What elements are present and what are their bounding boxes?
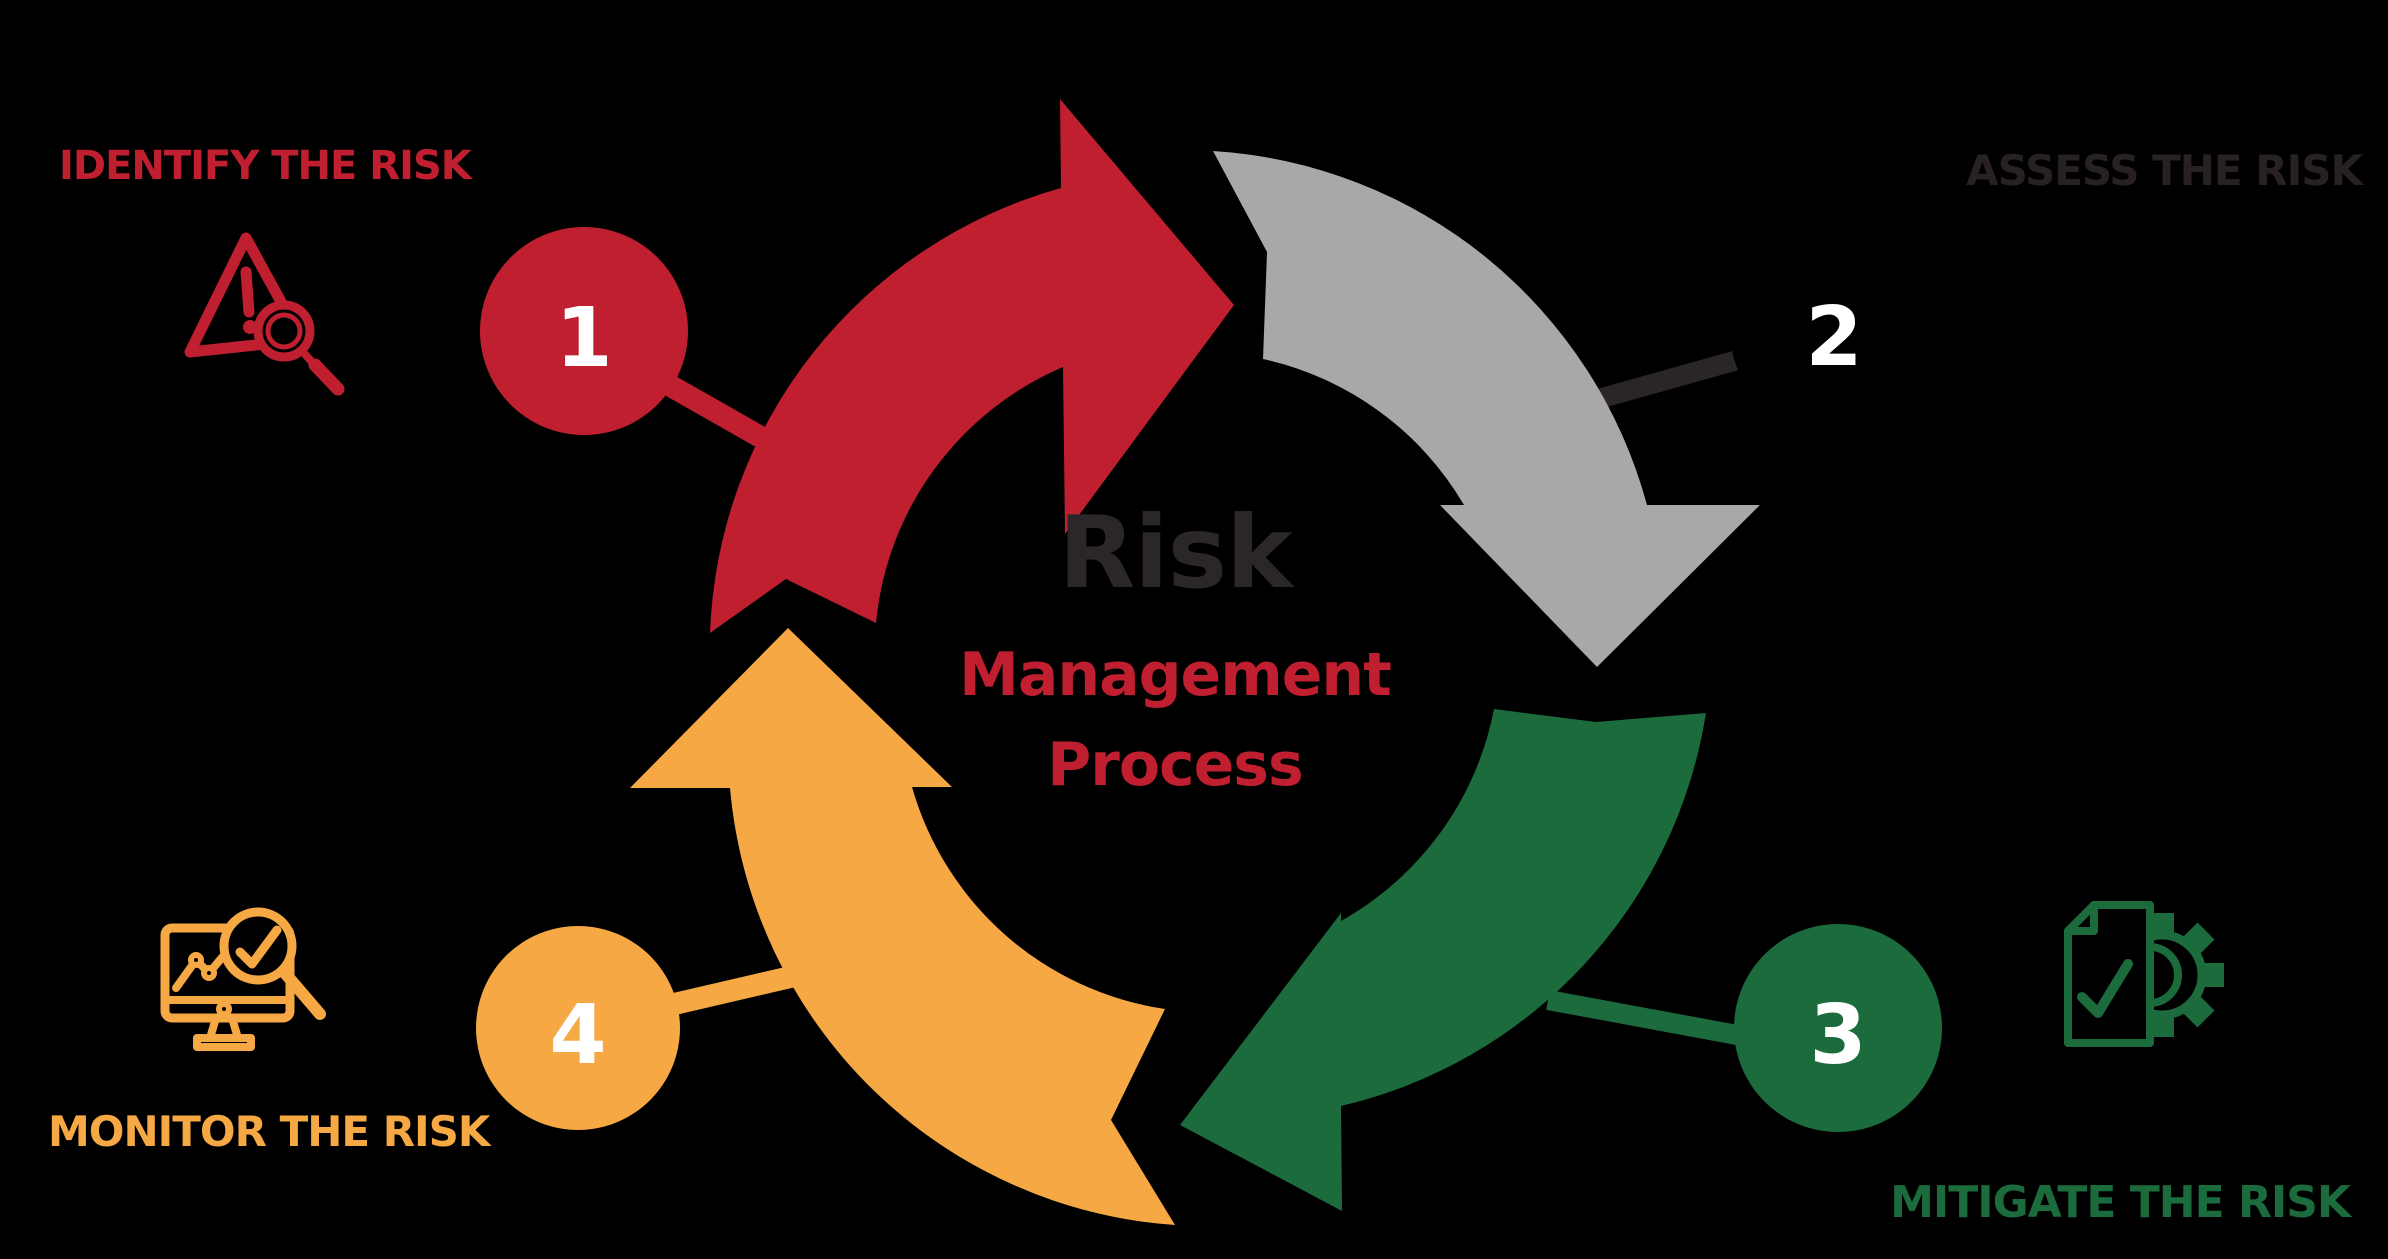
step1-number: 1 bbox=[555, 291, 613, 386]
step2-label: ASSESS THE RISK bbox=[1966, 146, 2363, 195]
magnifier-handle bbox=[278, 966, 326, 1020]
gear-tooth-ne bbox=[2183, 922, 2215, 954]
step1-circle bbox=[480, 227, 688, 435]
document-fold-corner bbox=[2064, 901, 2098, 935]
monitor-arrow bbox=[630, 628, 1175, 1225]
check-mark bbox=[2077, 959, 2133, 1018]
magnifier-handle bbox=[308, 358, 345, 396]
step4-label: MONITOR THE RISK bbox=[48, 1107, 490, 1156]
step3-circle bbox=[1734, 924, 1942, 1132]
gear-tooth-se bbox=[2183, 996, 2215, 1028]
monitor-button bbox=[216, 1001, 232, 1017]
step4-number: 4 bbox=[549, 988, 607, 1083]
center-title-line2: Management bbox=[959, 640, 1392, 710]
document-check-gear-icon bbox=[2064, 901, 2224, 1047]
center-title-line3: Process bbox=[1047, 730, 1303, 800]
magnifier-lens-inner-ring bbox=[265, 312, 303, 350]
check-mark bbox=[235, 925, 282, 969]
step3-label: MITIGATE THE RISK bbox=[1890, 1177, 2351, 1228]
step2-circle bbox=[1730, 226, 1938, 434]
step2-number: 2 bbox=[1805, 290, 1863, 385]
step4-circle bbox=[476, 926, 680, 1130]
identify-arrow bbox=[710, 99, 1234, 633]
center-title-line1: Risk bbox=[1058, 494, 1292, 611]
gear-shape bbox=[2154, 913, 2224, 1037]
gear-body bbox=[2154, 930, 2207, 1020]
magnifier-handle-joint bbox=[299, 348, 315, 365]
monitor-stand-base bbox=[193, 1034, 255, 1051]
monitor-chart-magnifier-icon bbox=[160, 907, 326, 1051]
gear-hub-half-circle bbox=[2146, 943, 2182, 1007]
warning-triangle-shape bbox=[184, 232, 308, 358]
chart-point-2 bbox=[201, 965, 217, 981]
assess-arrow bbox=[1213, 151, 1760, 667]
exclamation-dot bbox=[243, 320, 257, 334]
step1-label: IDENTIFY THE RISK bbox=[59, 143, 472, 189]
mitigate-arrow bbox=[1180, 709, 1706, 1211]
warning-triangle-magnifier-icon bbox=[184, 232, 345, 396]
document-outline bbox=[2064, 901, 2154, 1047]
exclamation-bar bbox=[240, 266, 255, 318]
step3-number: 3 bbox=[1809, 988, 1867, 1083]
chart-point-1 bbox=[188, 952, 204, 968]
